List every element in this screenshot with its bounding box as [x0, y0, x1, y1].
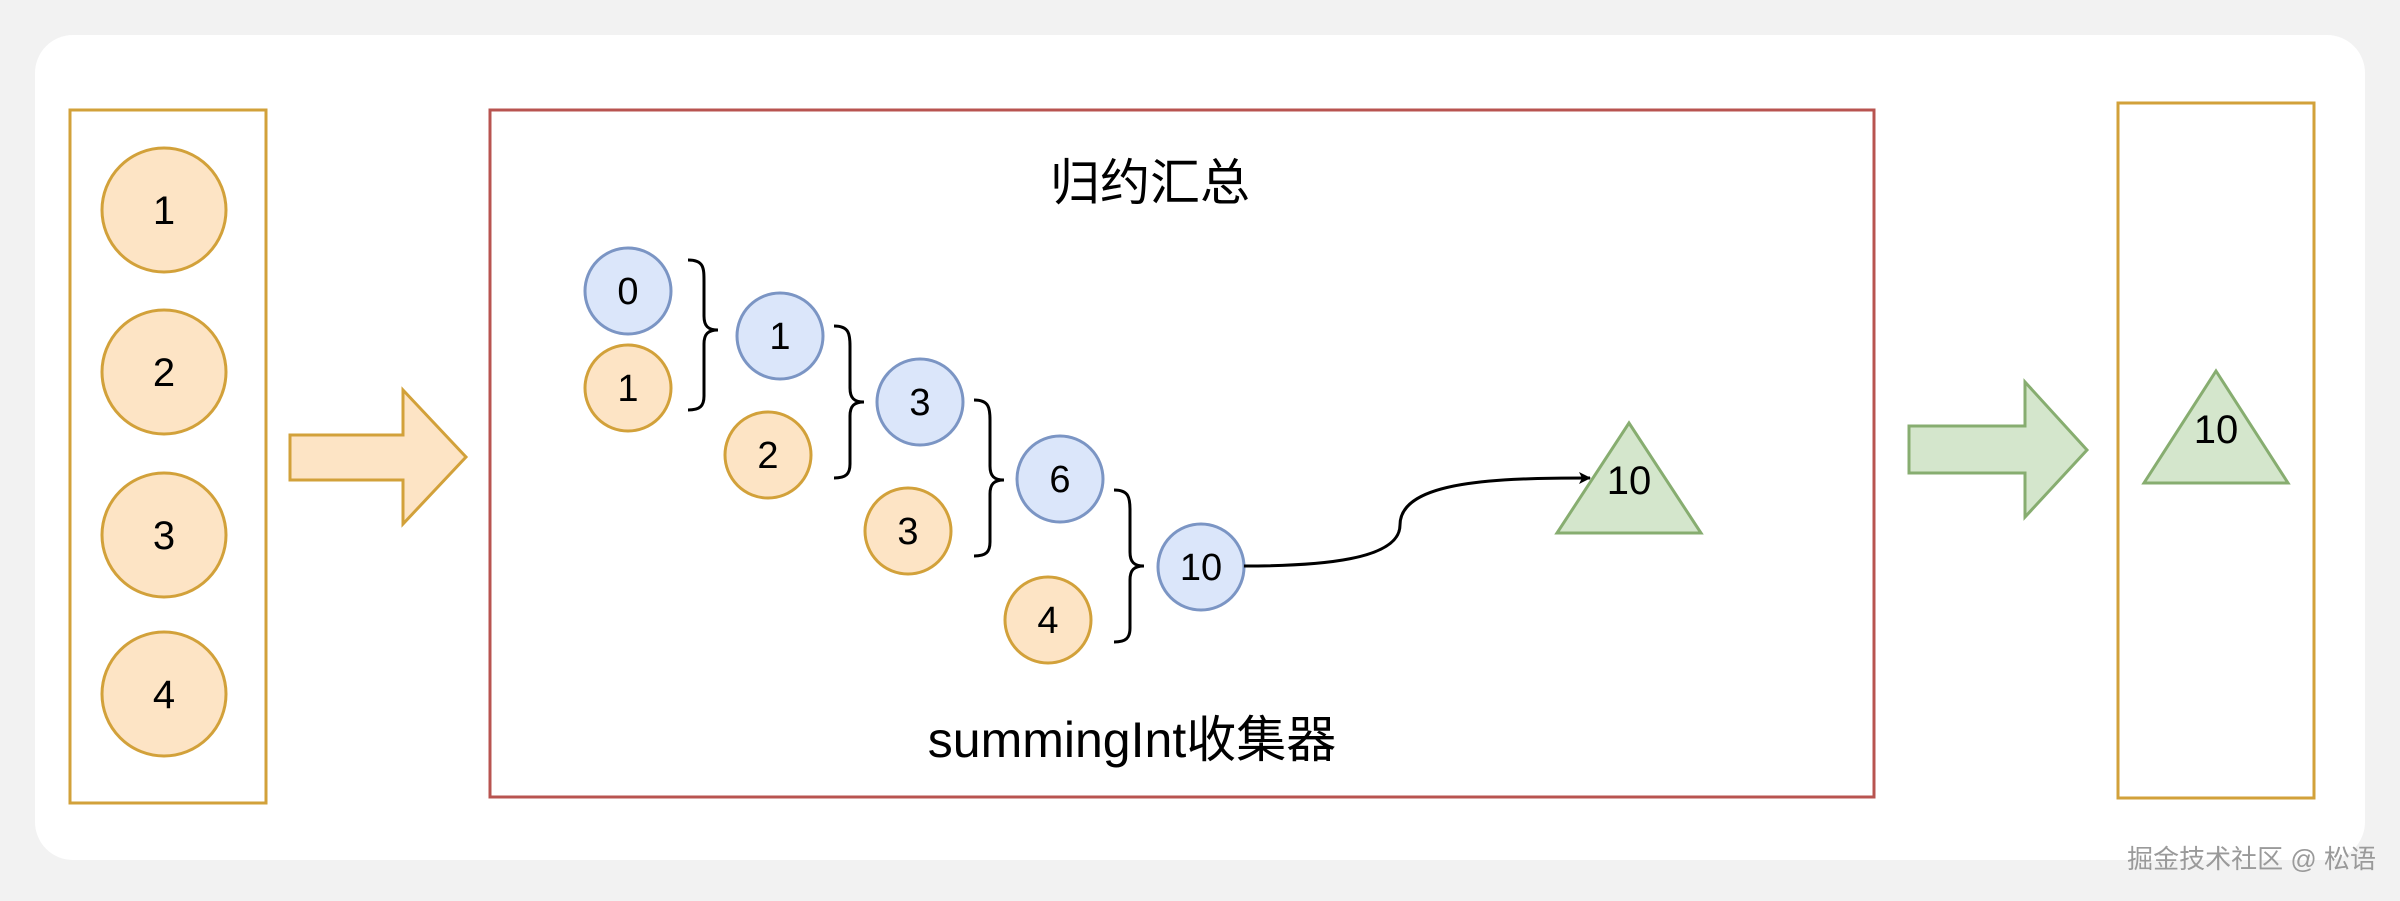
collector-subtitle: summingInt收集器 — [928, 712, 1336, 768]
output-box: 10 — [2116, 101, 2316, 800]
input-item-label: 2 — [153, 351, 175, 395]
result-triangle — [1554, 420, 1704, 535]
output-label: 10 — [2194, 408, 2239, 452]
output-frame — [2116, 101, 2316, 800]
collector-frame — [488, 108, 1876, 799]
accumulator-node: 1 — [735, 291, 825, 381]
accumulator-label: 1 — [769, 316, 790, 358]
accumulator-circle — [875, 357, 965, 447]
input-item-label: 3 — [153, 514, 175, 558]
accumulator-node: 0 — [583, 246, 673, 336]
accumulator-node: 10 — [1156, 522, 1246, 612]
accumulator-circle — [583, 246, 673, 336]
element-circle — [1003, 575, 1093, 665]
input-item-label: 4 — [153, 673, 175, 717]
result-curve-arrow — [1243, 472, 1591, 568]
element-label: 3 — [897, 511, 918, 553]
accumulator-circle — [735, 291, 825, 381]
accumulator-circle — [1015, 434, 1105, 524]
element-node: 2 — [723, 410, 813, 500]
input-item: 1 — [100, 146, 228, 274]
element-node: 4 — [1003, 575, 1093, 665]
curly-brace — [973, 398, 1005, 558]
accumulator-label: 0 — [617, 271, 638, 313]
element-node: 1 — [583, 343, 673, 433]
input-item-circle — [100, 146, 228, 274]
accumulator-label: 6 — [1049, 459, 1070, 501]
panel-background — [35, 35, 2365, 860]
element-circle — [723, 410, 813, 500]
element-node: 3 — [863, 486, 953, 576]
element-label: 1 — [617, 368, 638, 410]
accumulator-node: 6 — [1015, 434, 1105, 524]
input-item-circle — [100, 308, 228, 436]
curly-brace — [833, 324, 865, 480]
green-block-arrow — [1907, 378, 2090, 521]
input-item-circle — [100, 630, 228, 758]
collector-title: 归约汇总 — [1050, 155, 1250, 211]
orange-block-arrow — [288, 386, 469, 528]
element-label: 4 — [1037, 600, 1058, 642]
input-item: 2 — [100, 308, 228, 436]
input-item: 3 — [100, 471, 228, 599]
curly-brace — [687, 258, 719, 412]
input-item-label: 1 — [153, 189, 175, 233]
collector-box: 归约汇总 summingInt收集器 0 1 3 6 10 1 — [488, 108, 1876, 799]
accumulator-label: 10 — [1180, 547, 1222, 589]
input-stream-frame — [68, 108, 268, 805]
input-item-circle — [100, 471, 228, 599]
accumulator-label: 3 — [909, 382, 930, 424]
result-label: 10 — [1607, 459, 1652, 503]
watermark: 掘金技术社区 @ 松语 — [2127, 844, 2376, 874]
input-stream-box: 1 2 3 4 — [68, 108, 268, 805]
element-label: 2 — [757, 435, 778, 477]
accumulator-node: 3 — [875, 357, 965, 447]
curly-brace — [1113, 488, 1145, 644]
element-circle — [583, 343, 673, 433]
element-circle — [863, 486, 953, 576]
collector-result: 10 — [1554, 420, 1704, 535]
output-triangle — [2141, 368, 2291, 485]
input-item: 4 — [100, 630, 228, 758]
